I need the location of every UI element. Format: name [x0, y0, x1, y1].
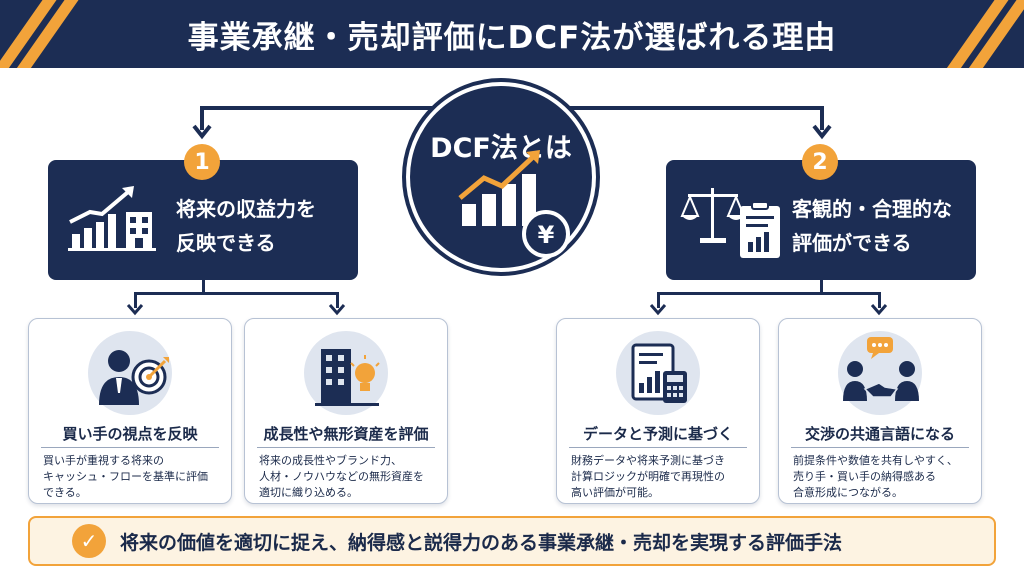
card-divider [791, 447, 969, 448]
card-buyer-perspective: 買い手の視点を反映 買い手が重視する将来の キャッシュ・フローを基準に評価 でき… [28, 318, 232, 504]
connector-line [336, 292, 339, 308]
scales-clipboard-icon [680, 188, 780, 258]
growth-chart-yen-icon: ¥ [458, 150, 570, 258]
growth-bar-chart-building-icon [68, 186, 156, 251]
card-text-line: 将来の成長性やブランド力、 [259, 454, 402, 467]
connector-line [820, 280, 823, 294]
card-title: 成長性や無形資産を評価 [263, 425, 429, 443]
reason1-line2: 反映できる [176, 231, 276, 255]
card-growth-intangibles: 成長性や無形資産を評価 将来の成長性やブランド力、 人材・ノウハウなどの無形資産… [244, 318, 448, 504]
handshake-speech-icon [843, 337, 919, 401]
svg-text:¥: ¥ [538, 221, 555, 249]
header-banner: 事業承継・売却評価にDCF法が選ばれる理由 [0, 0, 1024, 68]
connector-line [657, 292, 660, 308]
card-title: 買い手の視点を反映 [62, 425, 198, 443]
card-divider [257, 447, 435, 448]
check-icon: ✓ [72, 524, 106, 558]
card-data-forecast: データと予測に基づく 財務データや将来予測に基づき 計算ロジックが明確で再現性の… [556, 318, 760, 504]
card-text-line: 売り手・買い手の納得感ある [793, 470, 936, 483]
building-lightbulb-icon [315, 349, 380, 406]
card-description: 将来の成長性やブランド力、 人材・ノウハウなどの無形資産を 適切に織り込める。 [259, 453, 439, 501]
card-divider [569, 447, 747, 448]
card-description: 前提条件や数値を共有しやすく、 売り手・買い手の納得感ある 合意形成につながる。 [793, 453, 973, 501]
card-text-line: 適切に織り込める。 [259, 486, 358, 499]
reason1-box [48, 160, 358, 280]
card-text-line: 前提条件や数値を共有しやすく、 [793, 454, 958, 467]
connector-line [878, 292, 881, 308]
reason1-line1: 将来の収益力を [176, 197, 316, 221]
card-description: 買い手が重視する将来の キャッシュ・フローを基準に評価 できる。 [43, 453, 223, 501]
conclusion-text: 将来の価値を適切に捉え、納得感と説得力のある事業承継・売却を実現する評価手法 [120, 531, 843, 554]
reason2-line2: 評価ができる [792, 231, 912, 255]
card-text-line: できる。 [43, 486, 87, 499]
connector-line [134, 292, 339, 295]
reason2-line1: 客観的・合理的な [792, 197, 952, 221]
connector-line [134, 292, 137, 308]
connector-line [200, 106, 204, 130]
center-title: DCF法とは [430, 133, 572, 164]
businessman-target-icon [99, 350, 169, 405]
card-title: データと予測に基づく [582, 425, 733, 443]
conclusion-bar [28, 516, 996, 566]
connector-line [202, 280, 205, 294]
card-common-language: 交渉の共通言語になる 前提条件や数値を共有しやすく、 売り手・買い手の納得感ある… [778, 318, 982, 504]
page-title: 事業承継・売却評価にDCF法が選ばれる理由 [187, 19, 837, 56]
card-text-line: キャッシュ・フローを基準に評価 [43, 470, 208, 483]
connector-line [657, 292, 881, 295]
card-text-line: 合意形成につながる。 [793, 486, 903, 499]
document-calculator-icon [631, 343, 687, 403]
card-text-line: 人材・ノウハウなどの無形資産を [259, 470, 424, 483]
card-divider [41, 447, 219, 448]
card-text-line: 財務データや将来予測に基づき [571, 454, 725, 467]
card-text-line: 計算ロジックが明確で再現性の [571, 470, 725, 483]
card-text-line: 高い評価が可能。 [571, 486, 659, 499]
reason1-badge: 1 [184, 144, 220, 180]
reason2-badge: 2 [802, 144, 838, 180]
card-text-line: 買い手が重視する将来の [43, 454, 164, 467]
card-description: 財務データや将来予測に基づき 計算ロジックが明確で再現性の 高い評価が可能。 [571, 453, 751, 501]
reason2-box [666, 160, 976, 280]
card-title: 交渉の共通言語になる [804, 425, 955, 443]
connector-line [820, 106, 824, 130]
